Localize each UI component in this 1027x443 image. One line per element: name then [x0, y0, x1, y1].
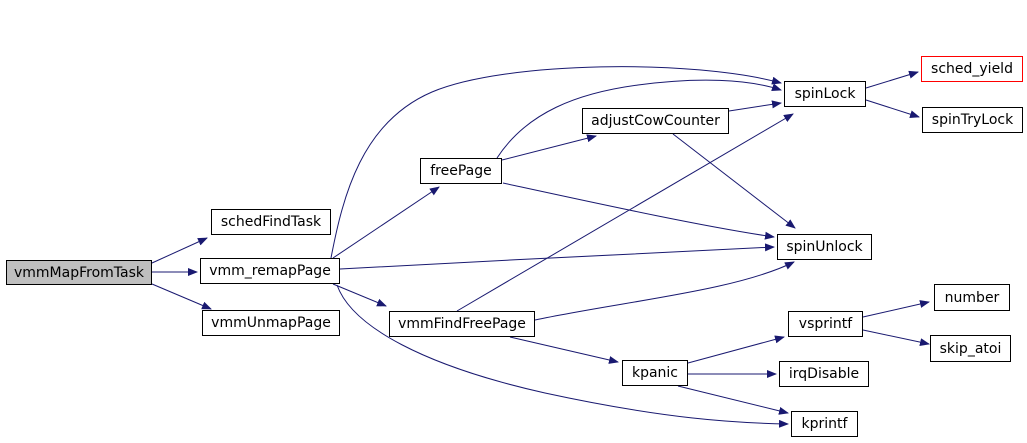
node-vmmUnmapPage[interactable]: vmmUnmapPage [202, 310, 340, 336]
edge-adjustCowCounter-to-spinLock [728, 100, 782, 112]
node-number[interactable]: number [934, 284, 1010, 311]
edge-kpanic-to-kprintf [677, 385, 789, 415]
node-kpanic[interactable]: kpanic [622, 360, 688, 386]
node-label: schedFindTask [220, 214, 322, 230]
node-label: kprintf [801, 416, 848, 432]
edge-freePage-to-adjustCowCounter [501, 134, 597, 161]
node-irqDisable[interactable]: irqDisable [779, 361, 869, 387]
edge-adjustCowCounter-to-spinUnlock [672, 133, 796, 229]
node-label: irqDisable [788, 366, 860, 382]
edge-vmm_remapPage-to-kprintf [336, 284, 789, 428]
node-label: vsprintf [798, 316, 853, 332]
edge-vmmFindFreePage-to-spinLock [456, 113, 794, 312]
edge-vmmFindFreePage-to-spinUnlock [534, 261, 795, 321]
edge-freePage-to-spinLock [496, 79, 782, 159]
edge-vsprintf-to-skip_atoi [862, 329, 930, 347]
node-label: sched_yield [931, 61, 1013, 77]
node-label: adjustCowCounter [591, 113, 720, 129]
edge-spinLock-to-spinTryLock [865, 99, 920, 119]
edge-vmmMapFromTask-to-vmmUnmapPage [151, 283, 212, 310]
node-label: freePage [430, 163, 492, 179]
edge-vmmFindFreePage-to-kpanic [509, 336, 619, 364]
edge-vmm_remapPage-to-vmmFindFreePage [332, 283, 387, 307]
node-label: kpanic [631, 365, 679, 381]
node-label: vmm_remapPage [209, 263, 331, 279]
node-label: spinLock [794, 86, 856, 102]
node-label: number [944, 289, 1000, 306]
node-vmm_remapPage[interactable]: vmm_remapPage [200, 258, 340, 284]
edge-vmm_remapPage-to-freePage [332, 186, 440, 259]
edge-vmmMapFromTask-to-schedFindTask [151, 237, 208, 264]
node-freePage[interactable]: freePage [420, 158, 502, 184]
edge-vmm_remapPage-to-spinLock [330, 66, 782, 259]
node-label: vmmUnmapPage [211, 315, 331, 331]
node-label: spinTryLock [931, 112, 1014, 128]
node-vmmMapFromTask: vmmMapFromTask [6, 260, 152, 285]
node-vsprintf[interactable]: vsprintf [788, 311, 863, 337]
node-spinUnlock[interactable]: spinUnlock [777, 234, 872, 260]
node-label: skip_atoi [939, 340, 1002, 357]
edge-freePage-to-spinUnlock [502, 182, 775, 240]
node-vmmFindFreePage[interactable]: vmmFindFreePage [389, 311, 535, 337]
node-spinTryLock[interactable]: spinTryLock [922, 107, 1023, 133]
node-sched_yield[interactable]: sched_yield [921, 56, 1023, 82]
node-schedFindTask[interactable]: schedFindTask [211, 209, 331, 235]
node-skip_atoi[interactable]: skip_atoi [930, 335, 1011, 362]
edge-spinLock-to-sched_yield [865, 70, 919, 89]
edge-kpanic-to-vsprintf [687, 335, 785, 364]
node-label: vmmFindFreePage [398, 316, 526, 332]
node-label: vmmMapFromTask [13, 264, 144, 281]
edge-vmm_remapPage-to-spinUnlock [339, 243, 775, 270]
node-spinLock[interactable]: spinLock [784, 81, 866, 107]
edge-vsprintf-to-number [862, 300, 930, 318]
node-kprintf[interactable]: kprintf [791, 411, 858, 437]
node-adjustCowCounter[interactable]: adjustCowCounter [582, 108, 729, 134]
node-label: spinUnlock [786, 239, 863, 255]
